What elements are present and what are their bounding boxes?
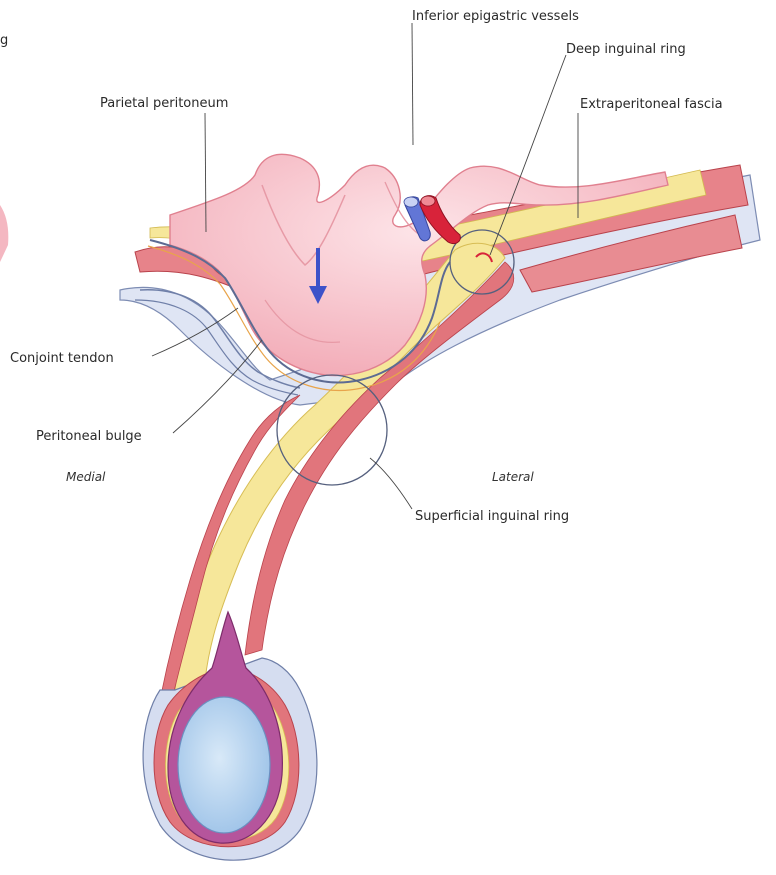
label-parietal-peritoneum: Parietal peritoneum (100, 96, 228, 111)
artery-cross-section (421, 196, 435, 206)
leader-superficial-ring (370, 458, 412, 509)
label-peritoneal-bulge: Peritoneal bulge (36, 429, 142, 444)
edge-tissue-fragment (0, 205, 8, 262)
label-medial: Medial (66, 470, 106, 484)
label-extraperitoneal-fascia: Extraperitoneal fascia (580, 97, 723, 112)
testis (178, 697, 270, 833)
edge-fragment-label: g (0, 33, 8, 48)
label-conjoint-tendon: Conjoint tendon (10, 351, 114, 366)
label-inferior-epigastric-vessels: Inferior epigastric vessels (412, 9, 579, 24)
label-superficial-inguinal-ring: Superficial inguinal ring (415, 509, 569, 524)
label-lateral: Lateral (492, 470, 534, 484)
vein-cross-section (404, 197, 418, 207)
leader-inferior-epigastric (412, 23, 413, 145)
label-deep-inguinal-ring: Deep inguinal ring (566, 42, 686, 57)
